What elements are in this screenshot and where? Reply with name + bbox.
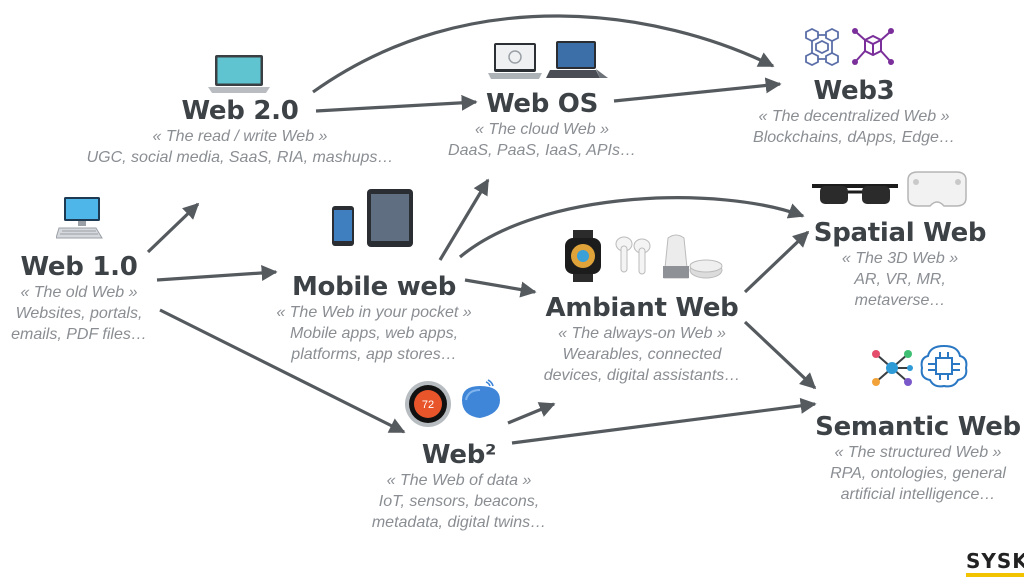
earbuds-icon: [615, 236, 651, 275]
node-desc-line: Blockchains, dApps, Edge…: [753, 129, 955, 146]
arrow-mobile-to-ambiant: [464, 278, 537, 298]
smartphone-icon: [332, 206, 354, 246]
arrow-web20-to-web3: [312, 14, 775, 94]
node-desc-line: Mobile apps, web apps,: [289, 325, 459, 342]
node-desc-line: Websites, portals,: [15, 305, 143, 322]
node-desc-line: IoT, sensors, beacons,: [378, 493, 540, 510]
decentralized-cube-icon: [852, 28, 894, 65]
node-subtitle: « The old Web »: [20, 284, 138, 301]
node-subtitle: « The 3D Web »: [841, 250, 959, 267]
node-title: Ambiant Web: [545, 293, 739, 323]
tablet-icon: [367, 189, 413, 247]
node-desc-line: artificial intelligence…: [840, 486, 996, 503]
node-desc-line: metaverse…: [854, 292, 946, 309]
node-subtitle: « The read / write Web »: [152, 128, 328, 145]
node-semantic-web: Semantic Web « The structured Web » RPA,…: [812, 412, 1024, 505]
node-subtitle: « The Web in your pocket »: [276, 304, 472, 321]
arrow-mobile-to-webos: [438, 178, 490, 261]
node-desc-line: emails, PDF files…: [11, 326, 147, 343]
node-desc-line: metadata, digital twins…: [371, 514, 547, 531]
node-desc-line: AR, VR, MR,: [854, 271, 946, 288]
arrow-ambiant-to-semantic: [743, 320, 817, 390]
arrow-mobile-to-spatial: [458, 196, 805, 259]
arrow-web10-to-mobile: [156, 264, 278, 282]
node-desc-line: platforms, app stores…: [291, 346, 457, 363]
node-web-1-0: Web 1.0 « The old Web » Websites, portal…: [0, 252, 158, 345]
arrow-web10-to-web20: [146, 202, 200, 254]
node-subtitle: « The Web of data »: [386, 472, 532, 489]
node-title: Semantic Web: [815, 412, 1021, 442]
blockchain-cubes-icon: [805, 27, 839, 67]
desktop-computer-icon: [56, 197, 103, 239]
node-web-squared: Web² « The Web of data » IoT, sensors, b…: [346, 440, 572, 533]
brand-logo: SYSK: [966, 549, 1024, 577]
node-ambiant-web: Ambiant Web « The always-on Web » Wearab…: [520, 293, 764, 386]
node-subtitle: « The always-on Web »: [558, 325, 726, 342]
node-title: Mobile web: [291, 272, 457, 302]
tablet-keyboard-icon: [546, 41, 608, 78]
arrow-webos-to-web3: [613, 77, 782, 103]
node-mobile-web: Mobile web « The Web in your pocket » Mo…: [254, 272, 494, 365]
node-title: Spatial Web: [813, 218, 987, 248]
node-title: Web 1.0: [20, 252, 138, 282]
thermostat-icon: 72: [405, 381, 451, 427]
node-subtitle: « The decentralized Web »: [758, 108, 950, 125]
network-nodes-icon: [872, 350, 913, 386]
thermostat-reading: 72: [422, 399, 434, 411]
vr-headset-icon: [907, 171, 967, 207]
node-desc-line: Wearables, connected: [562, 346, 722, 363]
vr-glasses-icon: [812, 184, 898, 204]
node-title: Web OS: [485, 89, 599, 119]
chromebook-icon: [488, 43, 542, 79]
laptop-icon: [208, 55, 270, 93]
node-subtitle: « The structured Web »: [834, 444, 1002, 461]
arrow-ambiant-to-spatial: [743, 230, 810, 294]
node-desc-line: DaaS, PaaS, IaaS, APIs…: [448, 142, 636, 159]
node-web3: Web3 « The decentralized Web » Blockchai…: [736, 76, 972, 148]
node-title: Web 2.0: [181, 96, 299, 126]
arrow-web2sq-to-semantic: [511, 397, 817, 445]
beacon-icon: [462, 379, 500, 418]
node-spatial-web: Spatial Web « The 3D Web » AR, VR, MR, m…: [800, 218, 1000, 311]
node-title: Web3: [813, 76, 895, 106]
node-desc-line: RPA, ontologies, general: [830, 465, 1006, 482]
arrow-web20-to-webos: [315, 94, 478, 113]
arrow-web2sq-to-ambiant: [507, 402, 556, 425]
arrow-web10-to-web2sq: [159, 308, 406, 434]
smart-speaker-icon: [663, 234, 723, 279]
node-desc-line: devices, digital assistants…: [543, 367, 741, 384]
brand-text: SYSK: [966, 549, 1024, 577]
node-web-2-0: Web 2.0 « The read / write Web » UGC, so…: [62, 96, 418, 168]
node-desc-line: UGC, social media, SaaS, RIA, mashups…: [86, 149, 394, 166]
smartwatch-icon: [565, 230, 601, 282]
node-title: Web²: [421, 440, 497, 470]
node-subtitle: « The cloud Web »: [474, 121, 609, 138]
node-web-os: Web OS « The cloud Web » DaaS, PaaS, Iaa…: [424, 89, 660, 161]
ai-brain-chip-icon: [920, 344, 968, 388]
